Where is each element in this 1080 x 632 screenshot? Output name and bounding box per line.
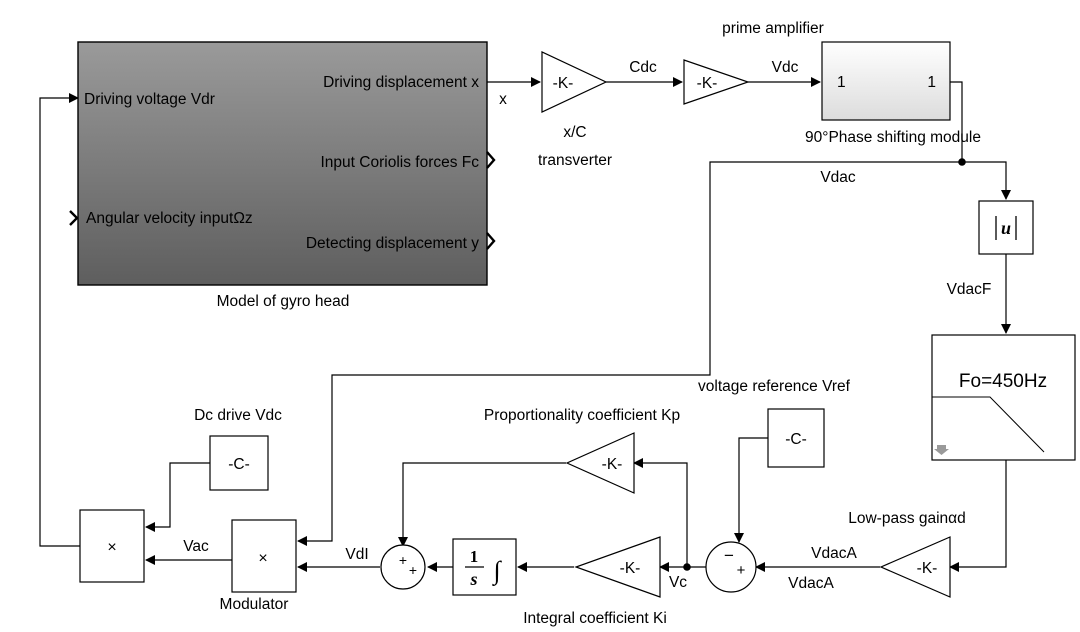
phase-shifter-in-port: 1 [837, 74, 846, 91]
signal-vac-label: Vac [183, 538, 209, 555]
detecting-output-chevron-icon[interactable] [486, 232, 496, 250]
modulator-label: Modulator [220, 596, 289, 613]
pi-sum-sign-right: + [409, 562, 417, 578]
integrator-numerator: 1 [470, 547, 479, 566]
low-pass-gain-label: Low-pass gainαd [848, 510, 966, 527]
proportional-gain-symbol: -K- [602, 456, 623, 473]
transverter-label-top: x/C [563, 124, 586, 141]
port-coriolis-label: Input Coriolis forces Fc [321, 154, 480, 171]
integral-gain-symbol: -K- [620, 560, 641, 577]
port-driving-displacement-label: Driving displacement x [323, 74, 479, 91]
prime-amplifier-symbol: -K- [697, 75, 718, 92]
wire-phase-out[interactable] [950, 81, 963, 162]
integral-sign: ∫ [491, 556, 502, 586]
phase-shifter-label: 90°Phase shifting module [805, 129, 981, 146]
voltage-reference-symbol: -C- [785, 431, 807, 448]
error-sum-sign-right: + [737, 562, 746, 579]
gyro-head-caption: Model of gyro head [217, 293, 350, 310]
voltage-reference-block[interactable]: -C- [767, 408, 825, 468]
integral-gain-block[interactable]: -K- [574, 536, 661, 598]
filter-response-curve [932, 396, 1045, 453]
wire-vc-to-kp[interactable] [633, 458, 688, 567]
signal-vdacf-label: VdacF [947, 281, 992, 298]
error-sum-sign-top: − [724, 546, 734, 565]
branch-point-vc [683, 563, 691, 571]
abs-symbol: u [1001, 218, 1011, 238]
modulator-symbol: × [258, 550, 267, 567]
proportional-gain-block[interactable]: -K- [565, 432, 635, 494]
signal-vdc-label: Vdc [772, 59, 799, 76]
signal-x-label: x [499, 91, 507, 108]
error-sum-block[interactable]: − + [705, 541, 757, 593]
transverter-label-bottom: transverter [538, 152, 612, 169]
proportional-gain-label: Proportionality coefficient Kp [484, 407, 680, 424]
branch-point-vdac [958, 158, 966, 166]
coriolis-output-chevron-icon[interactable] [486, 151, 496, 169]
signal-vdi-label: VdI [345, 546, 368, 563]
pi-sum-block[interactable]: + + [380, 544, 426, 590]
output-multiplier-block[interactable]: × [79, 509, 145, 583]
signal-labels: x Cdc Vdc Vdac VdacF VdacA VdacA Vc VdI … [183, 59, 991, 592]
dc-drive-label: Dc drive Vdc [194, 407, 282, 424]
signal-vdaca-label-1: VdacA [811, 545, 857, 562]
modulator-block[interactable]: × [231, 519, 297, 593]
voltage-reference-label: voltage reference Vref [698, 378, 851, 395]
prime-amplifier-block[interactable]: -K- [683, 59, 750, 105]
dc-drive-block[interactable]: -C- [209, 435, 269, 491]
transverter-symbol: -K- [553, 75, 574, 92]
prime-amplifier-label: prime amplifier [722, 20, 824, 37]
wire-dc-drive[interactable] [145, 462, 210, 532]
angular-velocity-input-chevron-icon[interactable] [69, 210, 79, 226]
signal-vdac-label: Vdac [820, 169, 856, 186]
integrator-denominator: s [469, 569, 477, 589]
port-driving-voltage-label: Driving voltage Vdr [84, 91, 215, 108]
wire-to-abs[interactable] [962, 161, 1011, 200]
wire-vref[interactable] [734, 437, 768, 543]
wire-vdac[interactable] [297, 161, 962, 546]
abs-block[interactable]: u [978, 200, 1034, 255]
integrator-block[interactable]: 1 s ∫ [452, 538, 517, 596]
signal-vdaca-label-2: VdacA [788, 575, 834, 592]
output-multiplier-symbol: × [107, 539, 116, 556]
low-pass-gain-block[interactable]: -K- [879, 536, 951, 598]
dc-drive-symbol: -C- [228, 456, 250, 473]
phase-shifter-out-port: 1 [927, 74, 936, 91]
port-angular-velocity-label: Angular velocity inputΩz [86, 210, 253, 227]
wire-kp-out[interactable] [398, 462, 566, 547]
wire-vdr-feedback[interactable] [39, 93, 80, 547]
signal-cdc-label: Cdc [629, 59, 657, 76]
signal-wires [39, 77, 1011, 572]
low-pass-filter-label: Fo=450Hz [959, 371, 1047, 392]
transverter-block[interactable]: -K- [541, 51, 608, 113]
signal-vc-label: Vc [669, 574, 687, 591]
down-arrow-icon [934, 445, 949, 455]
low-pass-filter-block[interactable]: Fo=450Hz [931, 334, 1076, 461]
port-detecting-label: Detecting displacement y [306, 235, 479, 252]
pi-sum-sign-top: + [399, 552, 407, 568]
integral-gain-label: Integral coefficient Ki [523, 610, 667, 627]
phase-shifter-block[interactable]: 1 1 [821, 41, 951, 121]
low-pass-gain-symbol: -K- [917, 560, 938, 577]
gyro-head-block[interactable]: Driving voltage Vdr Angular velocity inp… [69, 41, 496, 286]
wire-lpf-out[interactable] [949, 460, 1007, 572]
